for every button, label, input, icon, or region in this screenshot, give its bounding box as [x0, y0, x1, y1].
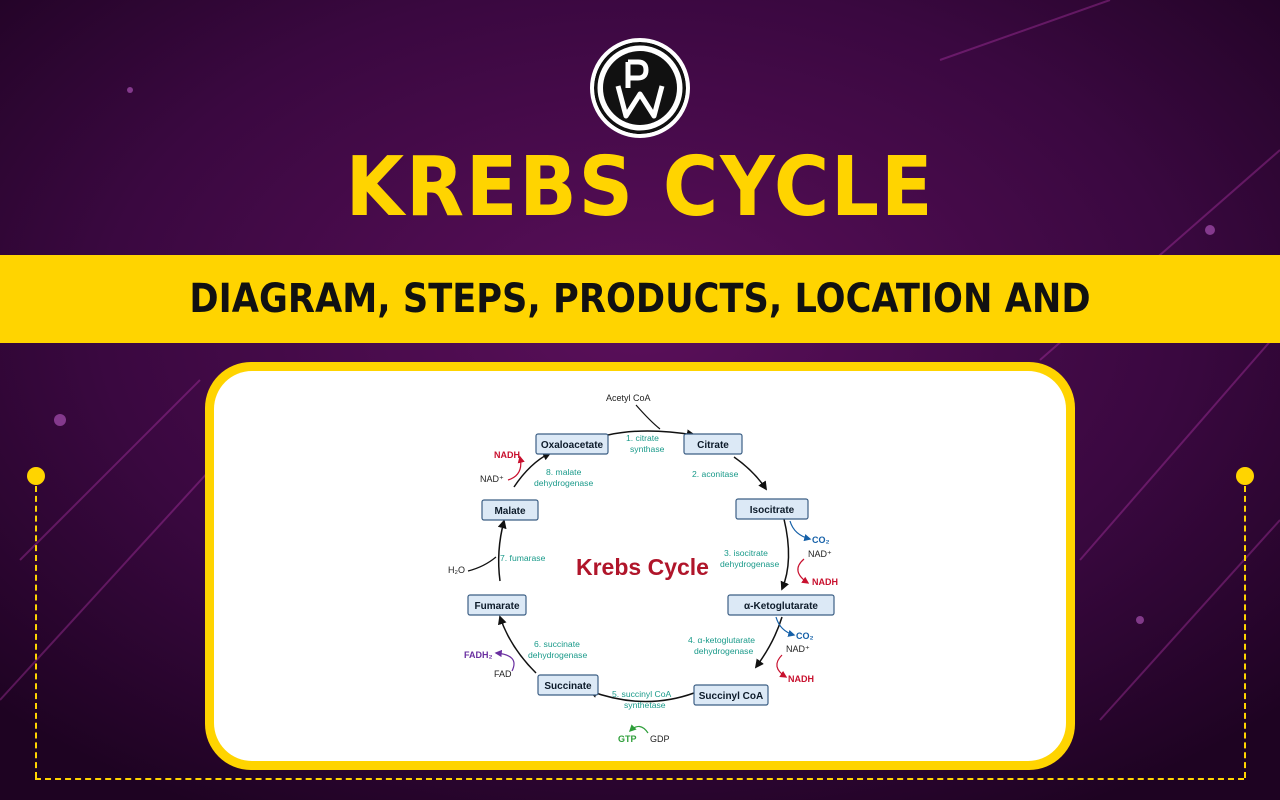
fadh2-label: FADH₂ — [464, 650, 493, 660]
gdp-label: GDP — [650, 734, 670, 744]
enzyme-8-line1: 8. malate — [546, 467, 582, 477]
co2-arrow-1 — [789, 520, 812, 542]
enzyme-6-line1: 6. succinate — [534, 639, 580, 649]
krebs-cycle-diagram: Krebs Cycle Acetyl CoA Oxaloacetate — [448, 393, 838, 744]
h2o-label: H₂O — [448, 565, 465, 575]
nad-label-3: NAD⁺ — [786, 644, 810, 654]
node-malate: Malate — [481, 499, 539, 521]
enzyme-1-line2: synthase — [630, 444, 665, 454]
right-dot — [1236, 467, 1254, 485]
svg-text:Malate: Malate — [494, 506, 526, 517]
enzyme-7: 7. fumarase — [500, 553, 546, 563]
svg-text:α-Ketoglutarate: α-Ketoglutarate — [744, 601, 818, 612]
diagram-card-inner: Krebs Cycle Acetyl CoA Oxaloacetate — [214, 371, 1066, 761]
enzyme-5-line2: synthetase — [624, 700, 666, 710]
input-acetyl-coa: Acetyl CoA — [606, 393, 651, 403]
arrow-malate-oxaloacetate — [513, 452, 552, 488]
node-citrate: Citrate — [683, 433, 743, 455]
enzyme-6-line2: dehydrogenase — [528, 650, 587, 660]
svg-text:Fumarate: Fumarate — [474, 601, 519, 612]
co2-arrow-2 — [775, 616, 796, 637]
arrow-succinate-fumarate — [498, 615, 537, 674]
svg-text:Oxaloacetate: Oxaloacetate — [541, 440, 604, 451]
nadh-arrow-3 — [776, 654, 788, 678]
cycle-arrows — [497, 429, 790, 703]
enzyme-2: 2. aconitase — [692, 469, 739, 479]
enzyme-1-line1: 1. citrate — [626, 433, 659, 443]
subtitle-band — [0, 255, 1280, 343]
page-subtitle: DIAGRAM, STEPS, PRODUCTS, LOCATION AND S… — [189, 276, 1091, 410]
gtp-arrow — [628, 724, 649, 734]
node-oxaloacetate: Oxaloacetate — [535, 433, 609, 455]
center-title: Krebs Cycle — [576, 554, 709, 580]
left-dashed-rail — [35, 486, 37, 778]
node-succinyl-coa: Succinyl CoA — [693, 684, 769, 706]
diagram-card: Krebs Cycle Acetyl CoA Oxaloacetate — [205, 362, 1075, 770]
node-ketoglutarate: α-Ketoglutarate — [727, 594, 835, 616]
arrow-fumarate-malate — [497, 519, 507, 582]
nadh-label-2: NADH — [812, 577, 838, 587]
gtp-label: GTP — [618, 734, 637, 744]
nadh-label-3: NADH — [788, 674, 814, 684]
page-title: KREBS CYCLE — [345, 140, 935, 235]
right-dashed-rail — [1244, 486, 1246, 778]
nad-label-2: NAD⁺ — [808, 549, 832, 559]
enzyme-3-line2: dehydrogenase — [720, 559, 779, 569]
nadh-label-1: NADH — [494, 450, 520, 460]
enzyme-5-line1: 5. succinyl CoA — [612, 689, 671, 699]
node-isocitrate: Isocitrate — [735, 498, 809, 520]
bottom-dashed-rail — [35, 778, 1244, 780]
arrow-oxaloacetate-citrate — [607, 429, 696, 439]
enzyme-8-line2: dehydrogenase — [534, 478, 593, 488]
enzyme-3-line1: 3. isocitrate — [724, 548, 768, 558]
nad-label-1: NAD⁺ — [480, 474, 504, 484]
arrow-isocitrate-ketoglutarate — [780, 518, 790, 591]
svg-text:Isocitrate: Isocitrate — [750, 505, 795, 516]
enzyme-4-line2: dehydrogenase — [694, 646, 753, 656]
svg-text:Succinate: Succinate — [544, 681, 592, 692]
svg-text:Citrate: Citrate — [697, 440, 729, 451]
svg-text:Succinyl CoA: Succinyl CoA — [699, 691, 763, 702]
node-fumarate: Fumarate — [467, 594, 527, 616]
fadh2-arrow — [494, 649, 515, 672]
pw-logo — [590, 38, 690, 138]
fad-label: FAD — [494, 669, 512, 679]
nadh-arrow-2 — [797, 558, 810, 584]
left-dot — [27, 467, 45, 485]
node-succinate: Succinate — [537, 674, 599, 696]
arrow-citrate-isocitrate — [733, 456, 767, 491]
enzyme-4-line1: 4. α-ketoglutarate — [688, 635, 755, 645]
arrow-ketoglutarate-succinyl — [754, 616, 783, 669]
h2o-feed — [467, 556, 497, 572]
acetyl-coa-feed — [635, 404, 661, 430]
arrow-succinyl-succinate — [588, 689, 695, 703]
nadh-arrow-1 — [507, 455, 525, 481]
co2-label-1: CO₂ — [812, 535, 830, 545]
pw-logo-mark — [594, 42, 686, 134]
co2-label-2: CO₂ — [796, 631, 814, 641]
